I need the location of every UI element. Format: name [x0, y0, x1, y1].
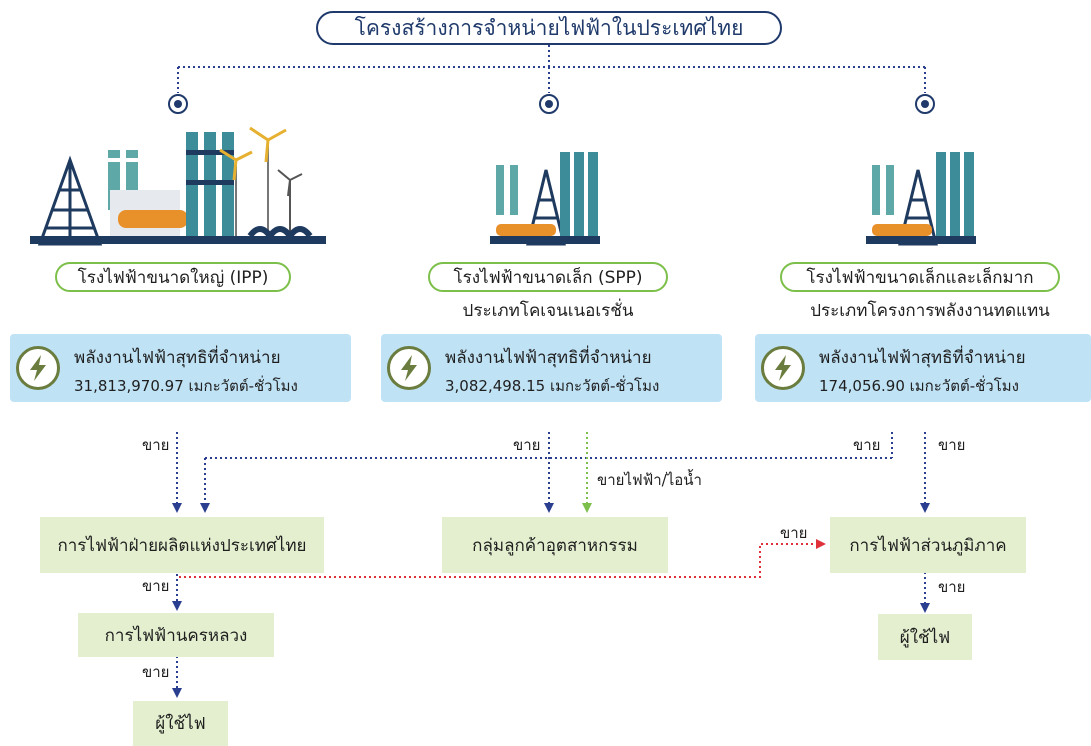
plant-ipp-label: โรงไฟฟ้าขนาดใหญ่ (IPP) [55, 262, 291, 292]
node-industrial-customers: กลุ่มลูกค้าอุตสาหกรรม [442, 517, 668, 573]
edge-label-sell: ขาย [513, 436, 541, 454]
node-egat: การไฟฟ้าฝ่ายผลิตแห่งประเทศไทย [40, 517, 324, 573]
spp-plant-illustration [490, 152, 600, 246]
target-icon [539, 94, 559, 114]
node-pea: การไฟฟ้าส่วนภูมิภาค [830, 517, 1026, 573]
diagram-title: โครงสร้างการจำหน่ายไฟฟ้าในประเทศไทย [316, 11, 782, 45]
energy-value: 174,056.90 เมกะวัตต์-ชั่วโมง [819, 377, 1019, 395]
energy-value: 3,082,498.15 เมกะวัตต์-ชั่วโมง [445, 377, 660, 395]
target-icon [168, 94, 188, 114]
edge-label-sell: ขาย [142, 663, 170, 681]
energy-label: พลังงานไฟฟ้าสุทธิที่จำหน่าย [74, 348, 281, 368]
energy-box-ipp: พลังงานไฟฟ้าสุทธิที่จำหน่าย 31,813,970.9… [10, 334, 351, 402]
node-end-user-right: ผู้ใช้ไฟ [878, 614, 972, 660]
edge-label-sell: ขาย [938, 578, 966, 596]
ipp-plant-illustration [30, 126, 326, 246]
energy-value: 31,813,970.97 เมกะวัตต์-ชั่วโมง [74, 377, 298, 395]
edge-label-sell: ขาย [938, 436, 966, 454]
node-mea: การไฟฟ้านครหลวง [78, 613, 274, 657]
edge-label-sell: ขาย [780, 524, 808, 542]
plant-vspp-subtitle: ประเภทโครงการพลังงานทดแทน [810, 301, 1050, 321]
node-end-user-left: ผู้ใช้ไฟ [133, 701, 228, 746]
lightning-icon [761, 346, 805, 390]
energy-label: พลังงานไฟฟ้าสุทธิที่จำหน่าย [445, 348, 652, 368]
energy-label: พลังงานไฟฟ้าสุทธิที่จำหน่าย [819, 348, 1026, 368]
lightning-icon [387, 346, 431, 390]
plant-vspp-label: โรงไฟฟ้าขนาดเล็กและเล็กมาก [780, 262, 1060, 292]
edge-label-sell-power-steam: ขายไฟฟ้า/ไอน้ำ [597, 471, 702, 489]
lightning-icon [16, 346, 60, 390]
edge-label-sell: ขาย [142, 577, 170, 595]
plant-spp-subtitle: ประเภทโคเจนเนอเรชั่น [462, 301, 634, 321]
vspp-plant-illustration [866, 152, 976, 246]
target-icon [915, 94, 935, 114]
edge-label-sell: ขาย [853, 436, 881, 454]
energy-box-vspp: พลังงานไฟฟ้าสุทธิที่จำหน่าย 174,056.90 เ… [755, 334, 1091, 402]
energy-box-spp: พลังงานไฟฟ้าสุทธิที่จำหน่าย 3,082,498.15… [381, 334, 722, 402]
edge-label-sell: ขาย [142, 436, 170, 454]
plant-spp-label: โรงไฟฟ้าขนาดเล็ก (SPP) [428, 262, 668, 292]
